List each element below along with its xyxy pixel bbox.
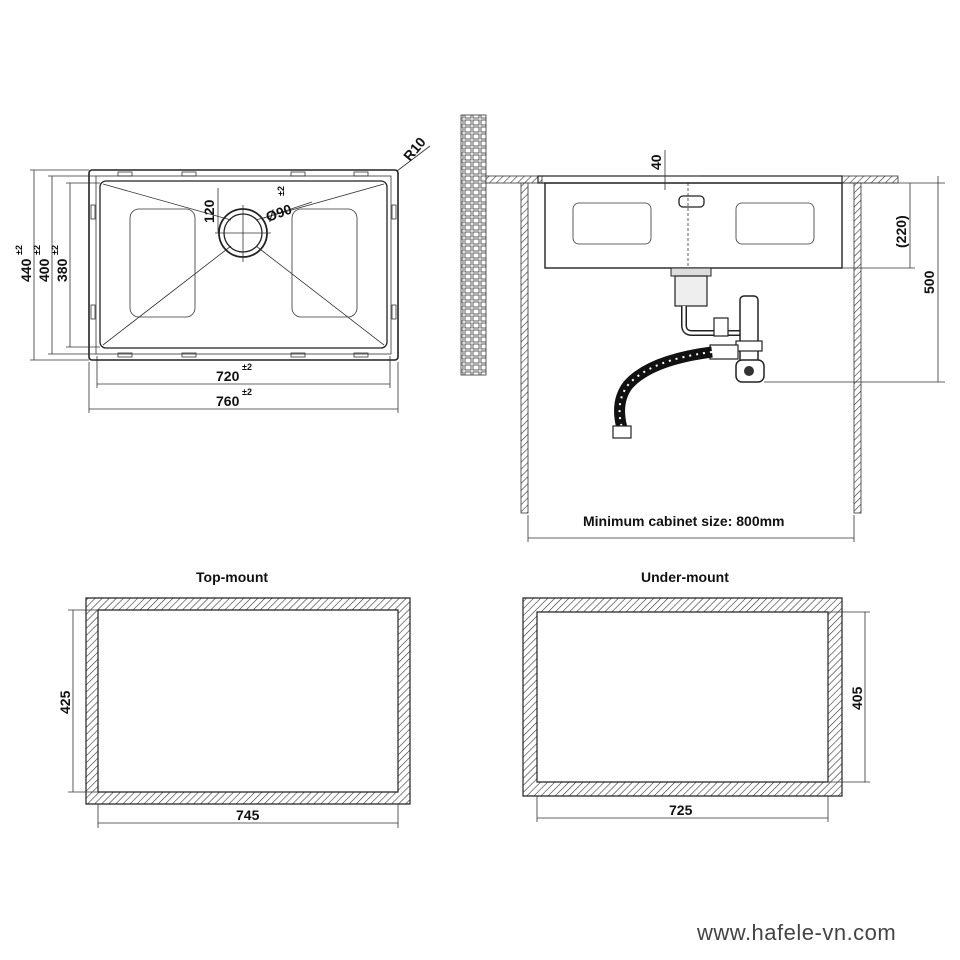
depth-dimensions — [30, 169, 100, 361]
topmount-title: Top-mount — [196, 569, 268, 585]
outer-width-tol: ±2 — [242, 387, 252, 397]
topmount-cutout: Top-mount 425 745 — [57, 569, 411, 828]
mid-depth-tol: ±2 — [32, 245, 42, 255]
undermount-width-label: 725 — [669, 802, 693, 818]
mounting-clips — [90, 171, 397, 358]
sink-rim-inner-line — [95, 175, 392, 355]
total-depth-label: 500 — [921, 270, 937, 294]
drain-offset-label: 120 — [201, 199, 217, 223]
drain-diameter-tol: ±2 — [276, 186, 286, 196]
website-url: www.hafele-vn.com — [696, 920, 896, 945]
inner-width-label: 720 — [216, 368, 240, 384]
groove-left — [129, 208, 196, 318]
top-dim-label: 40 — [648, 154, 664, 170]
undermount-frame — [522, 597, 843, 797]
radius-leader — [396, 145, 431, 172]
countertop-left — [485, 175, 543, 184]
drain-outlet — [215, 201, 313, 262]
mid-depth-label: 400 — [36, 258, 52, 282]
cabinet-wall-right — [853, 182, 862, 514]
undermount-cutout: Under-mount 405 725 — [522, 569, 870, 822]
undermount-title: Under-mount — [641, 569, 729, 585]
sink-section-view: 40 (220) 500 Minimum cabinet size: 800mm — [460, 114, 945, 542]
outer-width-label: 760 — [216, 393, 240, 409]
groove-front-right — [735, 202, 815, 245]
sink-outer-rim — [88, 169, 399, 361]
undermount-height-label: 405 — [849, 686, 865, 710]
drain-diameter-label: Ø90 — [264, 201, 295, 225]
outer-depth-label: 440 — [18, 258, 34, 282]
inner-width-tol: ±2 — [242, 362, 252, 372]
sink-bowl — [99, 180, 388, 349]
wall-section — [460, 114, 487, 376]
bowl-slope-lines — [102, 183, 385, 346]
bowl-depth-label: (220) — [893, 215, 909, 248]
radius-label: R10 — [400, 134, 429, 164]
countertop-right — [841, 175, 899, 184]
overflow-slot — [678, 195, 705, 208]
inner-depth-label: 380 — [54, 258, 70, 282]
cabinet-size-label: Minimum cabinet size: 800mm — [583, 513, 785, 529]
sink-rim-section — [537, 175, 843, 184]
groove-front-left — [572, 202, 652, 245]
waste-trap — [612, 267, 765, 439]
outer-depth-tol: ±2 — [14, 245, 24, 255]
cabinet-wall-left — [520, 182, 529, 514]
groove-right — [291, 208, 358, 318]
topmount-width-label: 745 — [236, 807, 260, 823]
topmount-height-label: 425 — [57, 690, 73, 714]
topmount-frame — [85, 597, 411, 805]
sink-top-view: R10 120 Ø90 ±2 720 ±2 760 ±2 — [14, 134, 431, 413]
width-dimensions — [88, 356, 399, 413]
inner-depth-tol: ±2 — [50, 245, 60, 255]
section-dimensions — [527, 150, 945, 542]
